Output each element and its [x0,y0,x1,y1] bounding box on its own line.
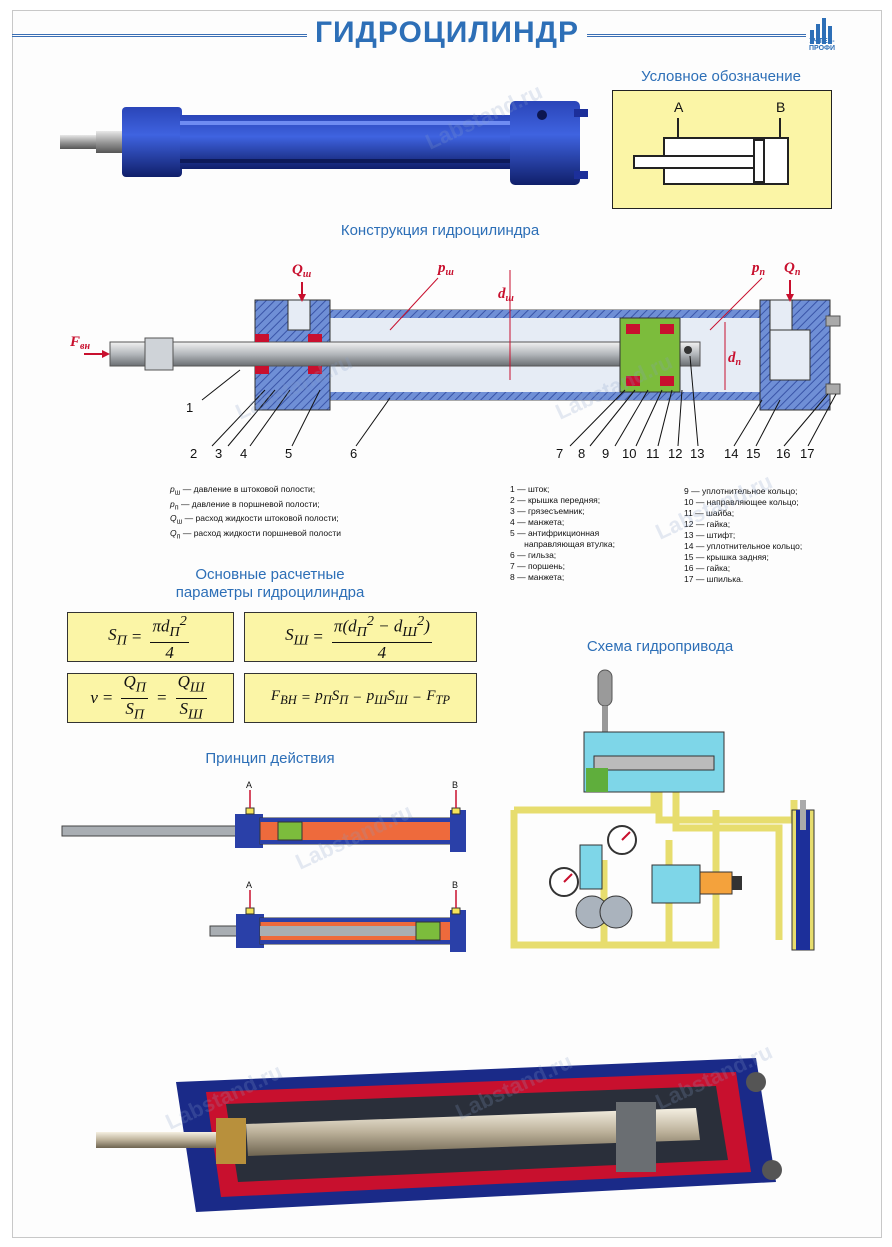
part-item: 1 — шток; [510,484,550,494]
svg-text:14: 14 [724,446,738,461]
part-item: направляющая втулка; [510,539,615,549]
label-q-sh: Qш [292,262,311,280]
symbol-legend: pш — давление в штоковой полости; pп — д… [170,484,410,543]
part-item: 13 — штифт; [684,530,736,540]
scheme-heading: Схема гидропривода [586,638,734,655]
svg-text:9: 9 [602,446,609,461]
logo-text: УЧТЕХ-ПРОФИ [808,38,836,52]
calc-heading-line1: Основные расчетные [195,566,345,583]
part-item: 4 — манжета; [510,517,565,527]
formula-s-sh: SШ = π(dП2 − dШ2)4 [244,612,477,662]
svg-text:11: 11 [646,446,660,461]
principle-port-a-2: A [246,880,252,890]
svg-text:6: 6 [350,446,357,461]
part-item: 16 — гайка; [684,563,731,573]
principle-port-b-2: B [452,880,458,890]
part-item: 10 — направляющее кольцо; [684,497,799,507]
label-f-vn: Fвн [70,334,90,352]
title-rule-left [12,34,312,37]
principle-port-b-1: B [452,780,458,790]
symbol-heading: Условное обозначение [641,68,801,85]
calc-heading-line2: параметры гидроцилиндра [175,584,365,601]
svg-text:13: 13 [690,446,704,461]
svg-text:12: 12 [668,446,682,461]
part-item: 11 — шайба; [684,508,735,518]
construction-heading: Конструкция гидроцилиндра [340,222,540,239]
principle-heading: Принцип действия [205,750,335,767]
svg-text:10: 10 [622,446,636,461]
page-title: ГИДРОЦИЛИНДР [12,16,882,50]
svg-text:3: 3 [215,446,222,461]
svg-text:16: 16 [776,446,790,461]
legend-line-p-p: pп — давление в поршневой полости; [170,498,320,512]
part-item: 2 — крышка передняя; [510,495,601,505]
part-item: 17 — шпилька. [684,574,744,584]
leader-lines [201,355,837,447]
part-number-labels: 1 2 3 4 5 6 7 8 9 10 11 12 13 14 15 16 1… [186,400,814,461]
title-rule-right [582,34,806,37]
svg-text:4: 4 [240,446,247,461]
svg-text:15: 15 [746,446,760,461]
symbol-port-b: B [776,99,785,115]
principle-port-a-1: A [246,780,252,790]
logo-icon [810,18,832,44]
label-d-sh: dш [498,286,514,304]
svg-text:2: 2 [190,446,197,461]
part-item: 5 — антифрикционная [510,528,600,538]
part-item: 8 — манжета; [510,572,565,582]
svg-text:7: 7 [556,446,563,461]
label-p-sh: pш [436,260,454,278]
part-item: 12 — гайка; [684,519,731,529]
label-d-p: dп [728,350,742,368]
part-item: 3 — грязесъемник; [510,506,585,516]
formula-force: FВН = pПSП − pШSШ − FТР [244,673,477,723]
legend-line-q-p: Qп — расход жидкости поршневой полости [170,528,341,541]
svg-text:8: 8 [578,446,585,461]
part-item: 15 — крышка задняя; [684,552,769,562]
principle-drawing: A B A B [61,780,466,952]
svg-text:17: 17 [800,446,814,461]
construction-drawing: Qш pш dш pп Qп Fвн dп 1 2 [70,260,841,461]
title-row: ГИДРОЦИЛИНДР [12,14,882,54]
legend-line-q-sh: Qш — расход жидкости штоковой полости; [170,513,339,527]
cylinder-photo-top [60,101,588,185]
symbol-port-a: A [674,99,684,115]
part-item: 14 — уплотнительное кольцо; [684,541,803,551]
hydraulic-scheme [510,669,815,951]
calc-heading: Основные расчетные параметры гидроцилинд… [120,566,420,602]
parts-list-col1: 1 — шток; 2 — крышка передняя; 3 — грязе… [510,484,670,583]
svg-text:5: 5 [285,446,292,461]
svg-text:1: 1 [186,400,193,415]
part-item: 9 — уплотнительное кольцо; [684,486,798,496]
label-q-p: Qп [784,260,801,278]
cylinder-cutaway-photo [96,1058,782,1212]
cylinder-symbol: A B [612,90,832,209]
label-p-p: pп [750,260,766,278]
part-item: 6 — гильза; [510,550,557,560]
parts-list-col2: 9 — уплотнительное кольцо; 10 — направля… [684,486,864,585]
part-item: 7 — поршень; [510,561,566,571]
legend-line-p-sh: pш — давление в штоковой полости; [170,484,316,497]
